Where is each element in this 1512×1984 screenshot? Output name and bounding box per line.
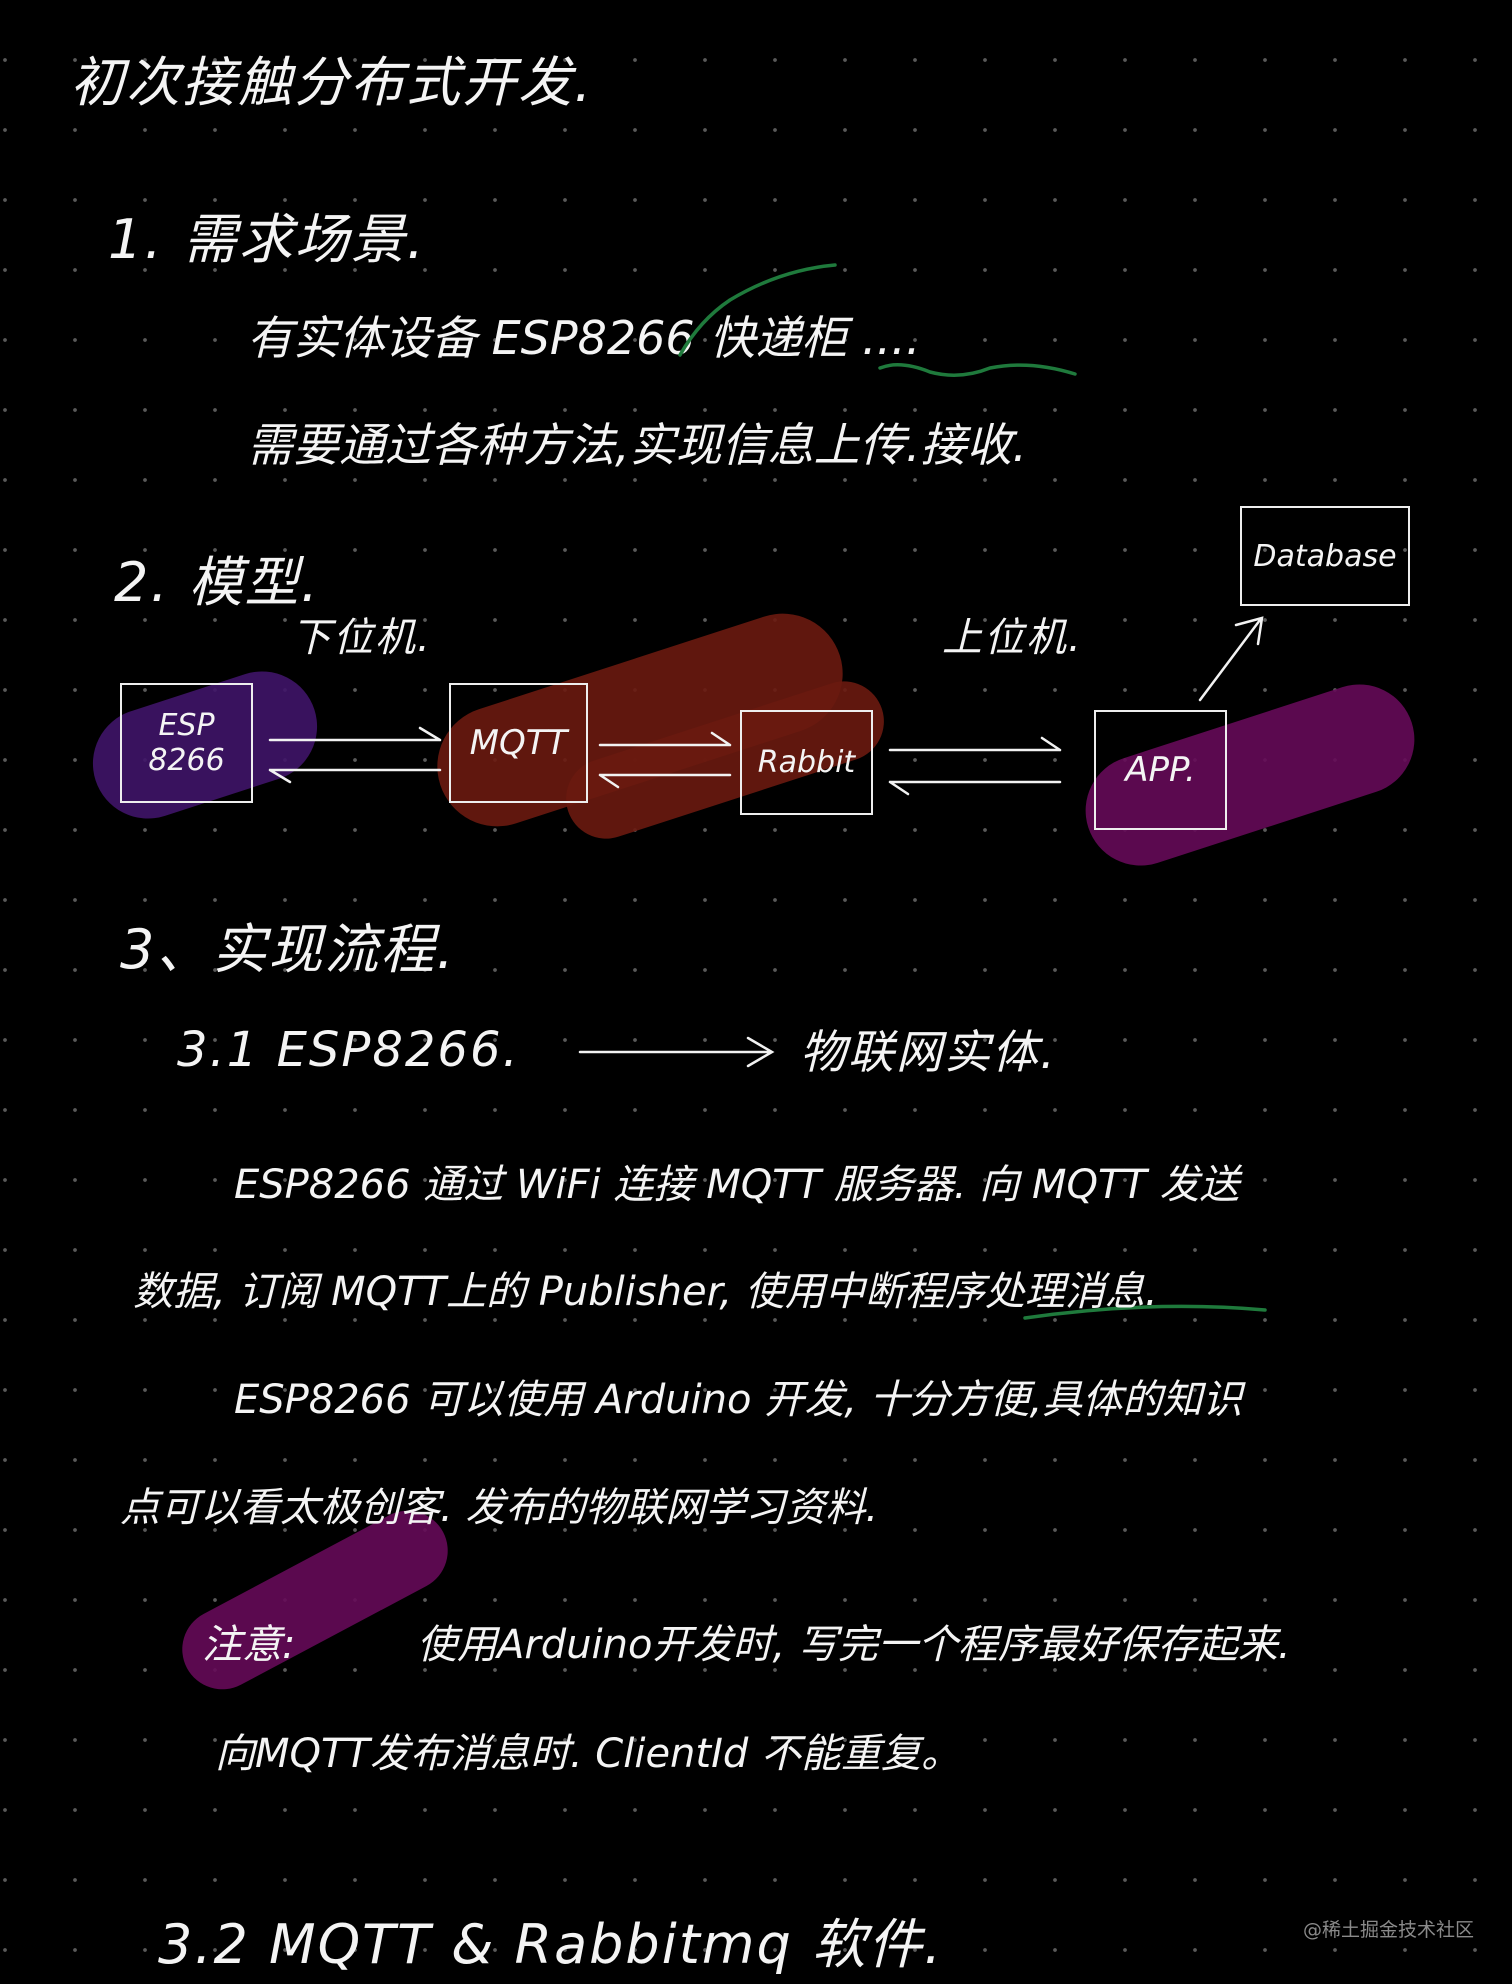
para2-line2: 点可以看太极创客. 发布的物联网学习资料. bbox=[120, 1485, 879, 1531]
section1-line1: 有实体设备 ESP8266 快递柜 .... bbox=[247, 311, 921, 365]
app-label: APP. bbox=[1125, 750, 1196, 790]
arrow-esp-iot bbox=[578, 1036, 775, 1068]
note-line2: 向MQTT发布消息时. ClientId 不能重复。 bbox=[215, 1731, 961, 1777]
section1-heading: 1. 需求场景. bbox=[108, 208, 426, 271]
node-mqtt: MQTT bbox=[449, 683, 588, 803]
rabbit-label: Rabbit bbox=[757, 745, 856, 780]
section1-line2: 需要通过各种方法,实现信息上传.接收. bbox=[247, 418, 1027, 472]
database-label: Database bbox=[1253, 538, 1397, 574]
note-label: 注意: bbox=[202, 1622, 296, 1668]
para2-line1: ESP8266 可以使用 Arduino 开发, 十分方便,具体的知识 bbox=[234, 1377, 1243, 1423]
page-title: 初次接触分布式开发. bbox=[70, 51, 594, 114]
section3-heading: 3、实现流程. bbox=[120, 918, 456, 981]
node-database: Database bbox=[1240, 506, 1410, 606]
section3-2-heading: 3.2 MQTT & Rabbitmq 软件. bbox=[158, 1913, 944, 1976]
watermark: @稀土掘金技术社区 bbox=[1303, 1919, 1475, 1941]
mqtt-label: MQTT bbox=[469, 723, 568, 763]
lower-machine-label: 下位机. bbox=[291, 615, 432, 661]
section3-1-target: 物联网实体. bbox=[800, 1025, 1057, 1079]
arrow-app-database bbox=[1198, 616, 1264, 702]
node-app: APP. bbox=[1094, 710, 1227, 830]
node-esp8266: ESP 8266 bbox=[120, 683, 253, 803]
section3-1-heading: 3.1 ESP8266. bbox=[177, 1022, 520, 1078]
section2-heading: 2. 模型. bbox=[114, 551, 320, 614]
node-rabbit: Rabbit bbox=[740, 710, 873, 815]
note-line1: 使用Arduino开发时, 写完一个程序最好保存起来. bbox=[417, 1622, 1291, 1668]
upper-machine-label: 上位机. bbox=[942, 615, 1083, 661]
para1-line1: ESP8266 通过 WiFi 连接 MQTT 服务器. 向 MQTT 发送 bbox=[234, 1162, 1240, 1208]
para1-line2: 数据, 订阅 MQTT上的 Publisher, 使用中断程序处理消息. bbox=[133, 1269, 1158, 1315]
esp-label: ESP 8266 bbox=[148, 708, 225, 778]
arrow-rabbit-app bbox=[888, 736, 1062, 796]
